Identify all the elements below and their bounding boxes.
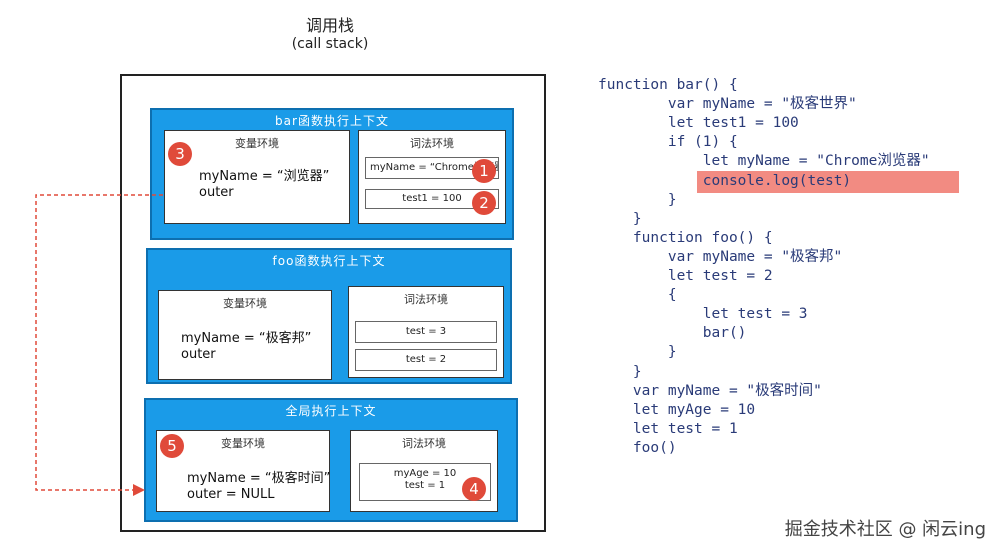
code-line: bar()	[598, 325, 747, 342]
highlighted-line	[697, 171, 959, 193]
call-stack: bar函数执行上下文 变量环境 myName = “浏览器” outer 词法环…	[120, 74, 546, 532]
foo-variable-env-title: 变量环境	[223, 297, 267, 310]
foo-lexical-env-title: 词法环境	[404, 293, 448, 306]
global-variable-env: 变量环境 myName = “极客时间” outer = NULL	[156, 430, 330, 512]
bar-lexical-item: myName = “Chrome浏览器”	[365, 157, 499, 179]
step-badge-2: 2	[472, 191, 496, 215]
watermark: 掘金技术社区 @ 闲云ing	[784, 519, 986, 540]
code-line: function foo() {	[598, 229, 773, 246]
code-line: console.log(test)	[598, 172, 852, 189]
diagram-subtitle: (call stack)	[291, 36, 369, 52]
foo-context-title: foo函数执行上下文	[272, 254, 386, 268]
global-lexical-env-title: 词法环境	[402, 437, 446, 450]
foo-variable-env: 变量环境 myName = “极客邦” outer	[158, 290, 332, 380]
bar-lexical-env-title: 词法环境	[410, 137, 454, 150]
bar-context: bar函数执行上下文 变量环境 myName = “浏览器” outer 词法环…	[150, 108, 514, 240]
global-var-myname: myName = “极客时间”	[187, 471, 331, 486]
code-line: let test1 = 100	[598, 115, 799, 132]
code-line: }	[598, 191, 677, 208]
code-line: let test = 2	[598, 268, 773, 284]
bar-var-outer: outer	[199, 185, 234, 200]
step-badge-1: 1	[472, 159, 496, 183]
bar-context-title: bar函数执行上下文	[275, 114, 389, 128]
code-line: }	[598, 344, 677, 361]
code-line: var myName = "极客时间"	[598, 382, 822, 399]
bar-lexical-item: test1 = 100	[365, 189, 499, 209]
foo-lexical-item: test = 2	[355, 349, 497, 371]
code-line: let myName = "Chrome浏览器"	[598, 153, 930, 170]
code-line: var myName = "极客邦"	[598, 248, 843, 265]
global-context-title: 全局执行上下文	[285, 404, 377, 418]
step-badge-4: 4	[462, 477, 486, 501]
code-line: var myName = "极客世界"	[598, 96, 857, 113]
foo-lexical-env: 词法环境 test = 3 test = 2	[348, 286, 504, 378]
global-var-outer: outer = NULL	[187, 487, 275, 502]
global-variable-env-title: 变量环境	[221, 437, 265, 450]
code-line: if (1) {	[598, 134, 738, 151]
foo-context: foo函数执行上下文 变量环境 myName = “极客邦” outer 词法环…	[146, 248, 512, 384]
code-line: }	[598, 363, 642, 380]
bar-variable-env-title: 变量环境	[235, 137, 279, 150]
diagram-title: 调用栈	[305, 16, 354, 35]
global-lexical-item: myAge = 10	[393, 468, 457, 479]
code-line: let test = 1	[598, 420, 738, 437]
bar-lexical-env: 词法环境 myName = “Chrome浏览器” test1 = 100	[358, 130, 506, 224]
step-badge-5: 5	[160, 434, 184, 458]
foo-lexical-item: test = 3	[355, 321, 497, 343]
code-line: function bar() {	[598, 77, 738, 93]
code-line: {	[598, 287, 677, 304]
foo-var-myname: myName = “极客邦”	[181, 331, 312, 346]
code-line: foo()	[598, 439, 677, 456]
global-lexical-item: test = 1	[404, 480, 446, 491]
code-line: let test = 3	[598, 306, 808, 323]
bar-variable-env: 变量环境 myName = “浏览器” outer	[164, 130, 350, 224]
code-line: }	[598, 210, 642, 227]
code-line: let myAge = 10	[598, 401, 756, 418]
foo-var-outer: outer	[181, 347, 216, 362]
bar-var-myname: myName = “浏览器”	[199, 169, 330, 184]
step-badge-3: 3	[168, 142, 192, 166]
